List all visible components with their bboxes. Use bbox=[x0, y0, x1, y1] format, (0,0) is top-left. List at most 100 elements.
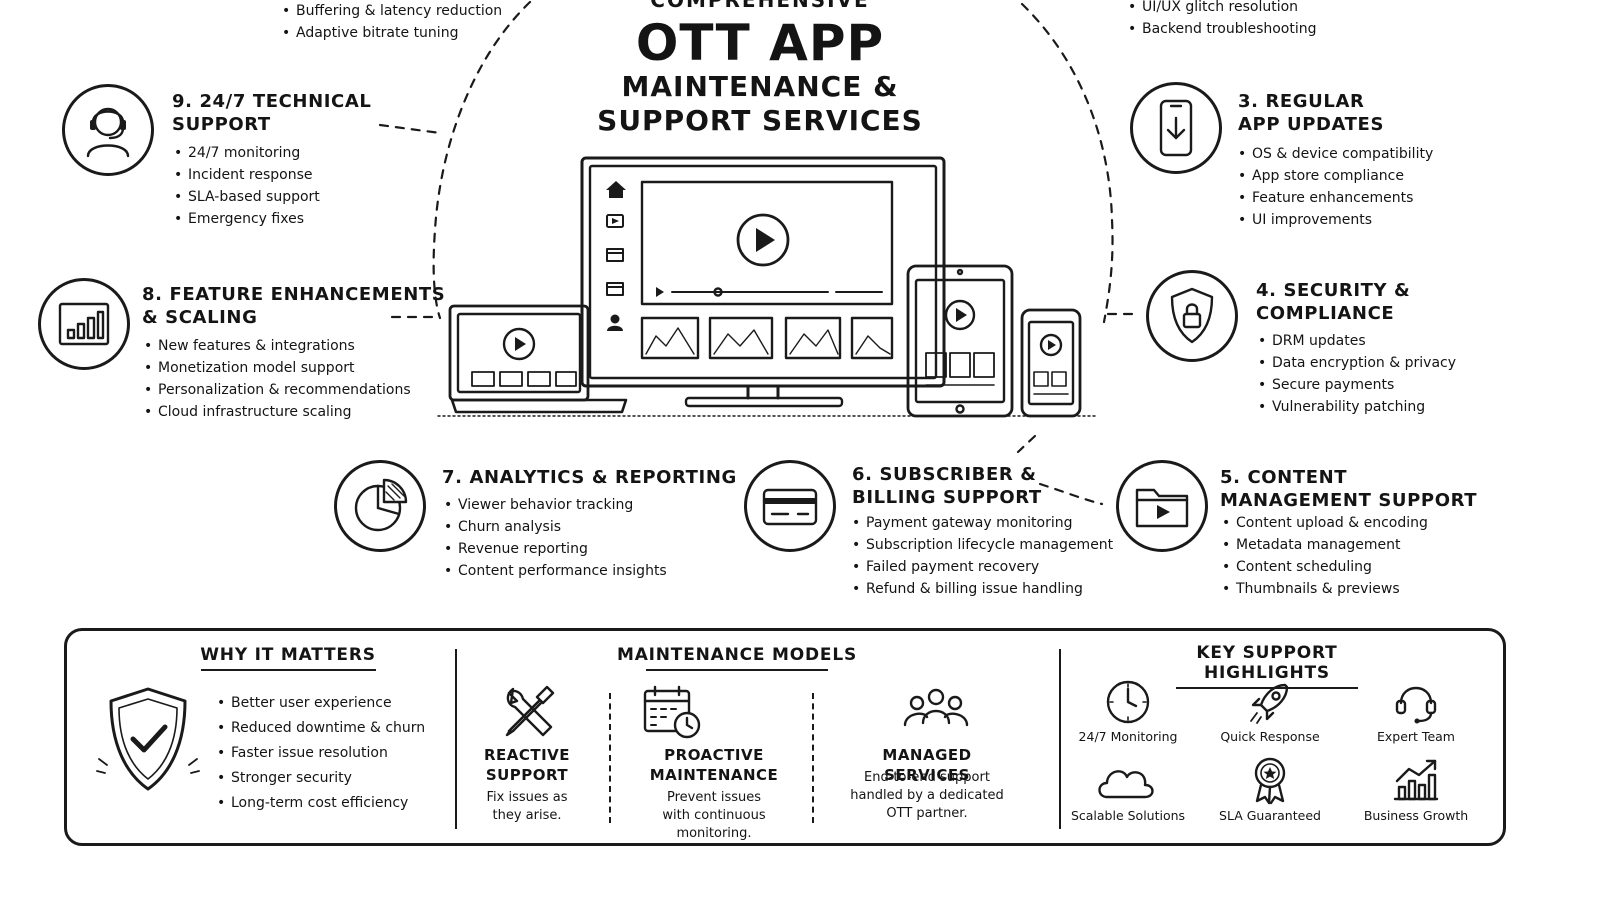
list-item: Incident response bbox=[172, 164, 320, 186]
section-title-line: CONTENT bbox=[1247, 467, 1348, 488]
list-item: Vulnerability patching bbox=[1256, 396, 1456, 418]
list-item: Thumbnails & previews bbox=[1220, 578, 1428, 600]
rocket-icon bbox=[1250, 683, 1289, 724]
tablet bbox=[906, 264, 1014, 418]
list-item: Viewer behavior tracking bbox=[442, 494, 667, 516]
list-item: New features & integrations bbox=[142, 335, 411, 357]
bar-chart-icon bbox=[38, 278, 130, 370]
list-item: DRM updates bbox=[1256, 330, 1456, 352]
section-title-line: SUPPORT bbox=[172, 114, 271, 135]
list-item: Payment gateway monitoring bbox=[850, 512, 1113, 534]
list-item: UI improvements bbox=[1236, 209, 1433, 231]
shield-check-icon bbox=[96, 687, 200, 791]
section-title-line: SECURITY & bbox=[1283, 280, 1411, 301]
credit-card-icon bbox=[744, 460, 836, 552]
highlight-label: 24/7 Monitoring bbox=[1078, 729, 1178, 744]
list-item: Data encryption & privacy bbox=[1256, 352, 1456, 374]
hero-title: OTT APP bbox=[635, 14, 885, 72]
section-title-line: FEATURE ENHANCEMENTS bbox=[169, 284, 446, 305]
why-title: WHY IT MATTERS bbox=[163, 645, 413, 671]
list-item: Stronger security bbox=[215, 766, 425, 791]
list-item: Backend troubleshooting bbox=[1126, 18, 1317, 40]
reactive-title: REACTIVE SUPPORT bbox=[467, 745, 587, 785]
list-item: Monetization model support bbox=[142, 357, 411, 379]
model-desc-line: OTT partner. bbox=[886, 806, 968, 821]
section-number: 7. bbox=[442, 467, 463, 488]
section-number: 8. bbox=[142, 284, 163, 305]
growth-chart-icon bbox=[1393, 759, 1439, 801]
list-item: Feature enhancements bbox=[1236, 187, 1433, 209]
models-title: MAINTENANCE MODELS bbox=[607, 645, 867, 671]
devices-illustration bbox=[437, 156, 1099, 418]
list-item: Failed payment recovery bbox=[850, 556, 1113, 578]
section-7-title: 7. ANALYTICS & REPORTING bbox=[442, 466, 737, 489]
list-item: Cloud infrastructure scaling bbox=[142, 401, 411, 423]
section-7-list: Viewer behavior tracking Churn analysis … bbox=[442, 494, 667, 582]
list-item: Content performance insights bbox=[442, 560, 667, 582]
highlight-label: Quick Response bbox=[1220, 729, 1320, 744]
highlights-title: KEY SUPPORT HIGHLIGHTS bbox=[1137, 643, 1397, 689]
managed-title: MANAGED SERVICES bbox=[882, 746, 972, 784]
pie-chart-icon bbox=[334, 460, 426, 552]
models-divider bbox=[609, 693, 611, 823]
section-8-title: 8. FEATURE ENHANCEMENTS & SCALING bbox=[142, 283, 445, 329]
list-item: Refund & billing issue handling bbox=[850, 578, 1113, 600]
list-item: Faster issue resolution bbox=[215, 741, 425, 766]
hero-subtitle-2: SUPPORT SERVICES bbox=[597, 104, 923, 137]
phone-download-icon bbox=[1130, 82, 1222, 174]
model-desc-line: Fix issues as bbox=[486, 790, 568, 805]
award-badge-icon bbox=[1254, 757, 1286, 805]
list-item: Personalization & recommendations bbox=[142, 379, 411, 401]
list-item: Reduced downtime & churn bbox=[215, 716, 425, 741]
list-item: Content upload & encoding bbox=[1220, 512, 1428, 534]
reactive-desc: Fix issues as they arise. bbox=[467, 789, 587, 825]
model-title-line: MAINTENANCE bbox=[649, 766, 779, 784]
list-item: Better user experience bbox=[215, 691, 425, 716]
section-title-line: COMPLIANCE bbox=[1256, 303, 1395, 324]
section-4-title: 4. SECURITY & COMPLIANCE bbox=[1256, 279, 1410, 325]
shield-lock-icon bbox=[1146, 270, 1238, 362]
model-title-line: SUPPORT bbox=[485, 766, 569, 784]
panel-divider bbox=[455, 649, 457, 829]
list-item: 24/7 monitoring bbox=[172, 142, 320, 164]
models-divider bbox=[812, 693, 814, 823]
why-list: Better user experience Reduced downtime … bbox=[215, 691, 425, 816]
laptop bbox=[448, 304, 628, 414]
model-title-line: REACTIVE bbox=[483, 746, 571, 764]
highlight-label: Business Growth bbox=[1363, 808, 1469, 823]
section-9-title: 9. 24/7 TECHNICAL SUPPORT bbox=[172, 90, 371, 136]
model-title-line: PROACTIVE bbox=[664, 746, 764, 764]
list-item: Secure payments bbox=[1256, 374, 1456, 396]
model-desc-line: End-to-end support bbox=[864, 770, 990, 785]
list-item: Churn analysis bbox=[442, 516, 667, 538]
section-title-line: SUBSCRIBER & bbox=[879, 464, 1037, 485]
section-5-list: Content upload & encoding Metadata manag… bbox=[1220, 512, 1428, 600]
list-item: App store compliance bbox=[1236, 165, 1433, 187]
list-item: Subscription lifecycle management bbox=[850, 534, 1113, 556]
section-5-title: 5. CONTENT MANAGEMENT SUPPORT bbox=[1220, 466, 1477, 512]
list-item: SLA-based support bbox=[172, 186, 320, 208]
section-6-title: 6. SUBSCRIBER & BILLING SUPPORT bbox=[852, 463, 1042, 509]
highlight-label: SLA Guaranteed bbox=[1219, 808, 1321, 823]
section-title-line: & SCALING bbox=[142, 307, 258, 328]
section-number: 5. bbox=[1220, 467, 1241, 488]
managed-desc: End-to-end support handled by a dedicate… bbox=[837, 769, 1017, 823]
phone bbox=[1020, 308, 1082, 418]
headset-agent-icon bbox=[62, 84, 154, 176]
section-9-list: 24/7 monitoring Incident response SLA-ba… bbox=[172, 142, 320, 230]
section-title-line: 24/7 TECHNICAL bbox=[199, 91, 372, 112]
cloud-icon bbox=[1098, 770, 1154, 799]
section-8-list: New features & integrations Monetization… bbox=[142, 335, 411, 423]
model-desc-line: Prevent issues bbox=[667, 790, 761, 805]
model-desc-line: with continuous bbox=[662, 808, 766, 823]
list-item: UI/UX glitch resolution bbox=[1126, 0, 1317, 18]
section-4-list: DRM updates Data encryption & privacy Se… bbox=[1256, 330, 1456, 418]
section-number: 6. bbox=[852, 464, 873, 485]
proactive-desc: Prevent issues with continuous monitorin… bbox=[639, 789, 789, 843]
list-item: Long-term cost efficiency bbox=[215, 791, 425, 816]
list-item: Buffering & latency reduction bbox=[280, 0, 502, 22]
proactive-title: PROACTIVE MAINTENANCE bbox=[639, 745, 789, 785]
clock-icon bbox=[1106, 680, 1150, 724]
headset-icon bbox=[1395, 686, 1437, 724]
